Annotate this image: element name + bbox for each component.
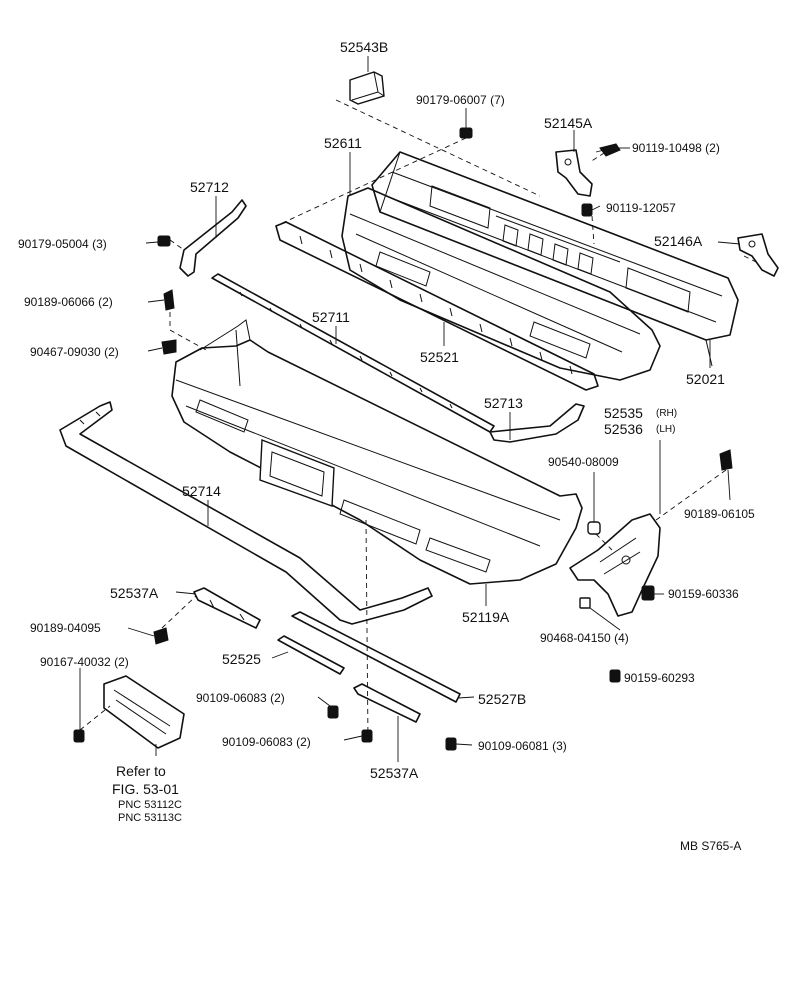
label-90119-12057: 90119-12057: [606, 201, 676, 215]
fastener-90109-06083-a: [327, 705, 339, 719]
label-52536: 52536: [604, 421, 643, 437]
label-52713: 52713: [484, 395, 523, 411]
label-52145A: 52145A: [544, 115, 593, 131]
fastener-90179-05004: [157, 235, 171, 247]
refer-pnc2: PNC 53113C: [118, 812, 182, 824]
fastener-90189-04095: [153, 627, 169, 645]
fastener-90468-04150: [579, 597, 591, 609]
label-52712: 52712: [190, 179, 229, 195]
support-52527B: [291, 611, 461, 703]
refer-pnc1: PNC 53112C: [118, 799, 182, 811]
retainer-52521: [275, 221, 599, 391]
fastener-90189-06105: [719, 449, 733, 471]
label-90468-04150: 90468-04150 (4): [540, 631, 629, 645]
part-labels: 52543B 90179-06007 (7) 52145A 90119-1049…: [18, 39, 755, 781]
label-52119A: 52119A: [462, 609, 510, 625]
label-90159-60293: 90159-60293: [624, 671, 695, 685]
label-90179-05004: 90179-05004 (3): [18, 237, 107, 251]
label-90109-06083-b: 90109-06083 (2): [222, 735, 311, 749]
fastener-90159-60336: [641, 585, 655, 601]
support-52537A-upper: [193, 587, 261, 629]
label-90467-09030: 90467-09030 (2): [30, 345, 119, 359]
fastener-90119-12057: [581, 203, 593, 217]
label-90119-10498: 90119-10498 (2): [632, 141, 720, 155]
refer-line2: FIG. 53-01: [112, 781, 179, 797]
fastener-90540-08009: [587, 521, 601, 535]
label-52021: 52021: [686, 371, 725, 387]
pad-52543B: [349, 71, 385, 105]
label-52527B: 52527B: [478, 691, 526, 707]
label-52525: 52525: [222, 651, 261, 667]
fastener-90167-40032: [73, 729, 85, 743]
side-retainer-52712: [179, 199, 247, 277]
bracket-52145A: [555, 149, 593, 197]
bracket-52146A: [737, 233, 779, 277]
label-90159-60336: 90159-60336: [668, 587, 739, 601]
support-52525: [277, 635, 345, 675]
upper-retainer-52711: [211, 273, 495, 433]
fastener-90179-06007: [459, 127, 473, 139]
fastener-90189-06066: [163, 289, 175, 311]
label-52535: 52535: [604, 405, 643, 421]
assembly-dashed-lines: [79, 99, 761, 741]
label-90179-06007: 90179-06007 (7): [416, 93, 505, 107]
label-52537A-bottom: 52537A: [370, 765, 419, 781]
label-52146A: 52146A: [654, 233, 703, 249]
label-52714: 52714: [182, 483, 221, 499]
label-90189-06066: 90189-06066 (2): [24, 295, 113, 309]
support-52537A-lower: [353, 683, 421, 723]
label-90109-06083-a: 90109-06083 (2): [196, 691, 285, 705]
fastener-90109-06083-b: [361, 729, 373, 743]
label-52536-side: (LH): [656, 424, 675, 435]
label-90109-06081: 90109-06081 (3): [478, 739, 567, 753]
label-52611: 52611: [324, 135, 362, 151]
label-90540-08009: 90540-08009: [548, 455, 619, 469]
bumper-cover-52119A: [171, 319, 583, 585]
reference-note: Refer to FIG. 53-01 PNC 53112C PNC 53113…: [112, 763, 182, 824]
energy-absorber-52611: [341, 187, 661, 381]
label-52711: 52711: [312, 309, 350, 325]
label-52535-side: (RH): [656, 408, 677, 419]
label-90189-06105: 90189-06105: [684, 507, 755, 521]
fastener-90119-10498: [595, 143, 621, 157]
leader-lines: [79, 56, 741, 762]
grille-insert: [103, 675, 185, 749]
diagram-code: MB S765-A: [680, 839, 741, 853]
refer-line1: Refer to: [116, 763, 166, 779]
fastener-90467-09030: [161, 339, 177, 355]
label-90189-04095: 90189-04095: [30, 621, 101, 635]
lower-molding-52714: [59, 401, 433, 625]
label-52543B: 52543B: [340, 39, 388, 55]
fastener-90109-06081: [445, 737, 457, 751]
label-90167-40032: 90167-40032 (2): [40, 655, 129, 669]
label-52537A-top: 52537A: [110, 585, 159, 601]
bumper-reinforcement-52021: [371, 151, 739, 367]
side-retainer-52713: [489, 403, 585, 443]
fastener-90159-60293: [609, 669, 621, 683]
label-52521: 52521: [420, 349, 459, 365]
